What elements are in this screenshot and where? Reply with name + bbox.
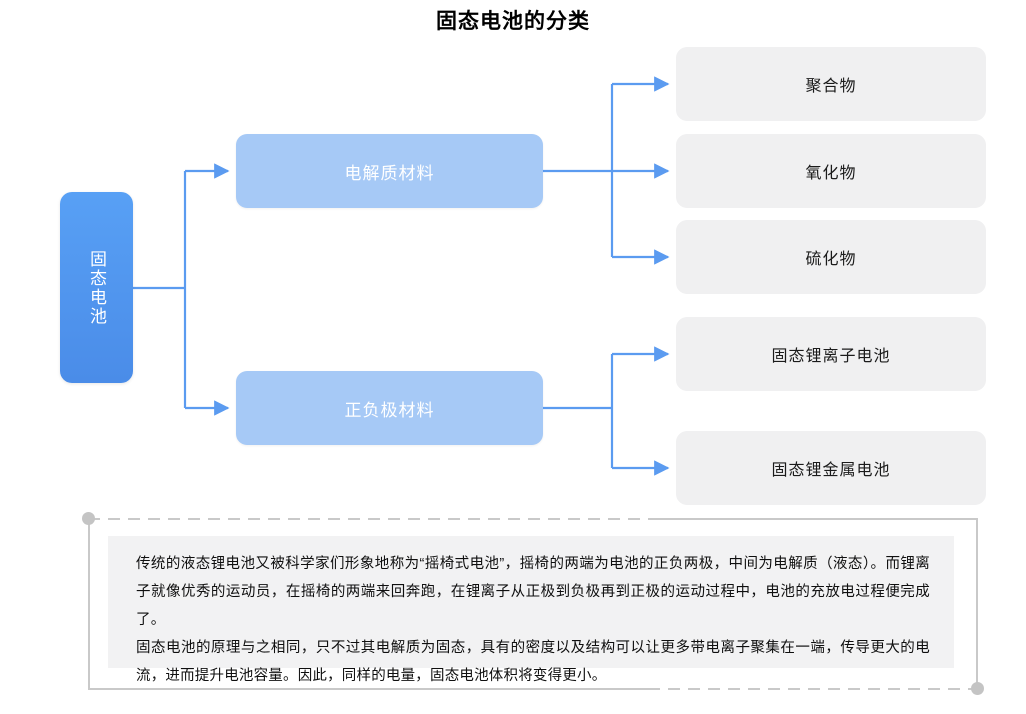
node-polymer-label: 聚合物 — [805, 78, 857, 95]
node-solid-li-metal-battery[interactable]: 固态锂金属电池 — [676, 431, 986, 505]
note-paragraph-1: 传统的液态锂电池又被科学家们形象地称为“摇椅式电池”，摇椅的两端为电池的正负两极… — [136, 556, 930, 628]
node-solid-li-ion-battery-label: 固态锂离子电池 — [771, 348, 891, 365]
node-electrolyte-label: 电解质材料 — [344, 163, 435, 183]
node-sulfide[interactable]: 硫化物 — [676, 220, 986, 294]
node-electrolyte[interactable]: 电解质材料 — [236, 134, 543, 208]
node-root[interactable]: 固态电池 — [60, 192, 133, 383]
node-sulfide-label: 硫化物 — [805, 251, 857, 268]
note-frame: 传统的液态锂电池又被科学家们形象地称为“摇椅式电池”，摇椅的两端为电池的正负两极… — [82, 512, 984, 695]
note-paragraph-2: 固态电池的原理与之相同，只不过其电解质为固态，具有的密度以及结构可以让更多带电离… — [136, 640, 930, 684]
node-oxide[interactable]: 氧化物 — [676, 134, 986, 208]
note-frame-top-solid — [648, 518, 978, 520]
node-oxide-label: 氧化物 — [805, 165, 857, 182]
note-dot-top-left — [82, 512, 95, 525]
note-frame-bottom-solid — [88, 688, 648, 690]
node-solid-li-ion-battery[interactable]: 固态锂离子电池 — [676, 317, 986, 391]
note-frame-right — [976, 518, 978, 690]
note-dot-bottom-right — [971, 682, 984, 695]
note-body: 传统的液态锂电池又被科学家们形象地称为“摇椅式电池”，摇椅的两端为电池的正负两极… — [108, 536, 954, 684]
note-frame-left — [88, 518, 90, 690]
node-solid-li-metal-battery-label: 固态锂金属电池 — [771, 462, 891, 479]
node-polymer[interactable]: 聚合物 — [676, 47, 986, 121]
note-frame-top-dashed — [88, 518, 978, 520]
node-electrode[interactable]: 正负极材料 — [236, 371, 543, 445]
page-title: 固态电池的分类 — [436, 10, 590, 33]
node-electrode-label: 正负极材料 — [344, 400, 435, 420]
node-root-label: 固态电池 — [87, 249, 106, 326]
